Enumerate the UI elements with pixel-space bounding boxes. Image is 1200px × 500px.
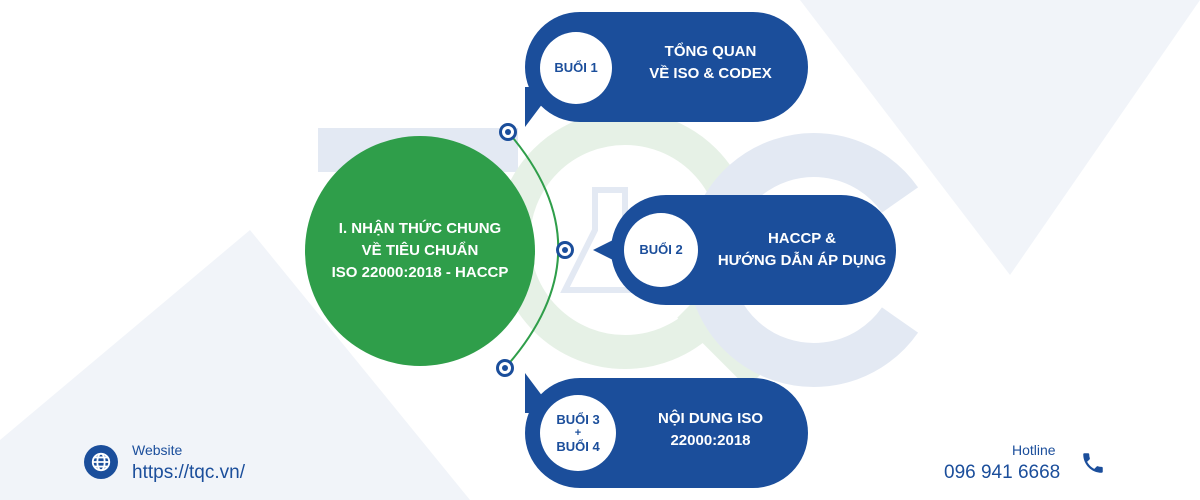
session-2-bubble: BUỔI 2 HACCP & HƯỚNG DẪN ÁP DỤNG [593,195,897,305]
hotline-label: Hotline [1012,442,1056,458]
bg-triangle-right [800,0,1200,275]
session-3-badge-line3: BUỔI 4 [556,438,600,454]
session-2-title: HACCP & HƯỚNG DẪN ÁP DỤNG [707,228,897,272]
center-title-line2: VỀ TIÊU CHUẨN [361,242,479,259]
session-1-title-line1: TỔNG QUAN [664,43,757,60]
bg-triangle-left [0,230,470,500]
globe-icon [84,445,118,479]
website-link[interactable]: https://tqc.vn/ [132,462,245,483]
session-3-badge-line2: + [574,426,582,439]
session-2-badge: BUỔI 2 [624,213,698,287]
arc-node-3 [496,359,514,377]
center-title-line3: ISO 22000:2018 - HACCP [331,264,509,281]
arc-node-2 [556,241,574,259]
session-3-bubble: BUỔI 3 + BUỔI 4 NỘI DUNG ISO 22000:2018 [525,373,808,488]
session-1-badge-label: BUỔI 1 [554,60,598,75]
session-3-title-line1: NỘI DUNG ISO [657,410,763,427]
session-1-badge: BUỔI 1 [540,32,612,104]
session-2-title-line1: HACCP & [767,230,837,247]
session-2-bubble-tail [593,235,623,265]
session-1-bubble: BUỔI 1 TỔNG QUAN VỀ ISO & CODEX [525,12,808,127]
session-3-badge-line1: BUỔI 3 [556,411,600,427]
website-label: Website [132,442,183,458]
session-3-title: NỘI DUNG ISO 22000:2018 [628,408,793,452]
center-title-line1: I. NHẬN THỨC CHUNG [338,220,502,237]
hotline-number[interactable]: 096 941 6668 [944,462,1061,483]
phone-icon[interactable] [1080,450,1106,476]
session-3-badge: BUỔI 3 + BUỔI 4 [540,395,616,471]
session-1-title-line2: VỀ ISO & CODEX [649,65,772,82]
arc-node-1 [499,123,517,141]
session-2-badge-label: BUỔI 2 [639,242,683,257]
session-2-title-line2: HƯỚNG DẪN ÁP DỤNG [717,252,887,269]
session-3-title-line2: 22000:2018 [670,432,751,449]
session-1-title: TỔNG QUAN VỀ ISO & CODEX [628,41,793,85]
center-topic-circle: I. NHẬN THỨC CHUNG VỀ TIÊU CHUẨN ISO 220… [305,136,535,366]
